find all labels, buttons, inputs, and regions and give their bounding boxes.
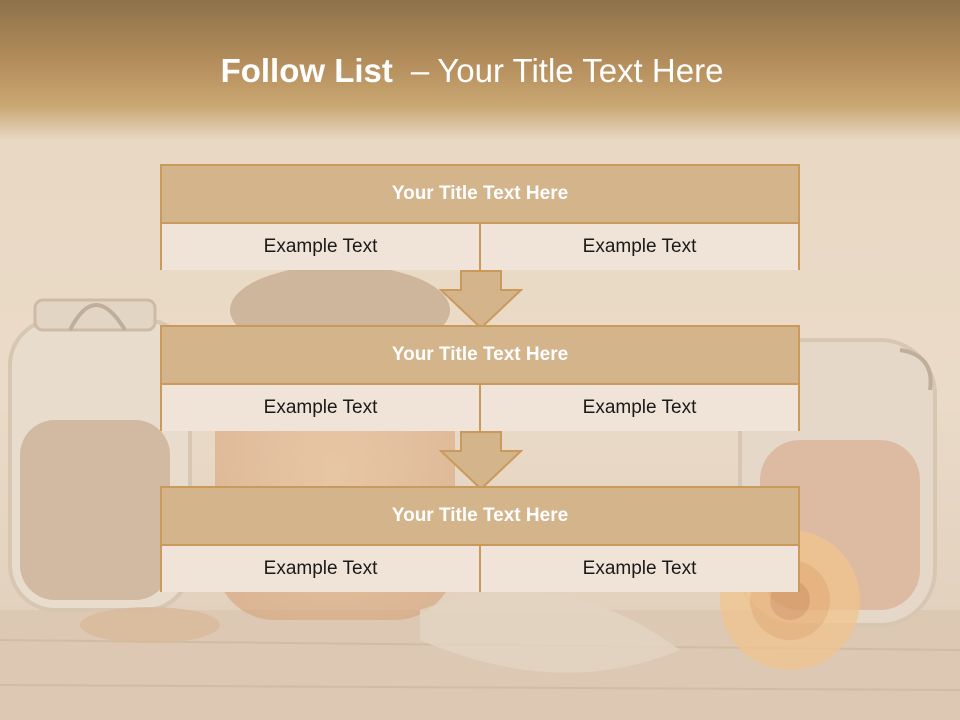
block-row: Example Text Example Text [162, 385, 798, 431]
slide-title-separator: – [410, 52, 430, 89]
block-cell-left: Example Text [162, 546, 479, 592]
slide-title-bold: Follow List [220, 52, 393, 89]
list-block-1: Your Title Text Here Example Text Exampl… [160, 164, 800, 270]
block-title: Your Title Text Here [162, 327, 798, 385]
block-cell-left: Example Text [162, 385, 479, 431]
block-cell-left: Example Text [162, 224, 479, 270]
block-cell-right: Example Text [479, 385, 798, 431]
block-cell-right: Example Text [479, 546, 798, 592]
title-bar [0, 0, 960, 140]
block-cell-right: Example Text [479, 224, 798, 270]
down-arrow-icon [439, 270, 523, 330]
block-title: Your Title Text Here [162, 166, 798, 224]
block-row: Example Text Example Text [162, 546, 798, 592]
block-title: Your Title Text Here [162, 488, 798, 546]
down-arrow-icon [439, 431, 523, 491]
block-row: Example Text Example Text [162, 224, 798, 270]
slide-title-rest: Your Title Text Here [437, 52, 724, 89]
list-block-2: Your Title Text Here Example Text Exampl… [160, 325, 800, 431]
list-block-3: Your Title Text Here Example Text Exampl… [160, 486, 800, 592]
slide-title: Follow List–Your Title Text Here [0, 52, 944, 90]
